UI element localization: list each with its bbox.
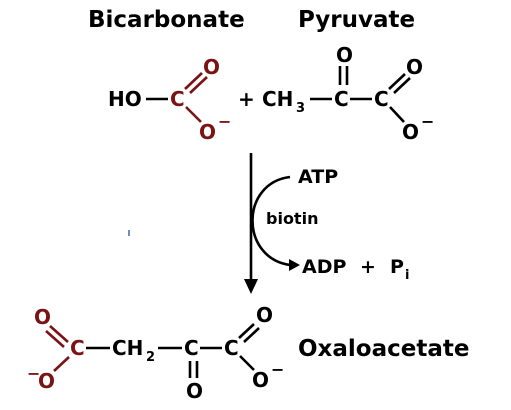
bicarbonate-double-bond-b [189, 76, 208, 94]
bicarbonate-double-bond-a [184, 72, 203, 90]
oxaloacetate-keto-carbon: C [184, 336, 199, 360]
biotin-label: biotin [266, 209, 318, 228]
pyruvate-carboxyl-double-a [388, 73, 406, 90]
pyruvate-keto-carbon: C [334, 87, 349, 111]
pyruvate-ch3-subscript: 3 [296, 101, 305, 116]
adp-label: ADP [302, 256, 346, 278]
bicarbonate-ho: HO [108, 87, 142, 111]
oxaloacetate-right-carbon: C [224, 336, 239, 360]
oxaloacetate-left-double-b [45, 330, 65, 348]
header-pyruvate: Pyruvate [298, 7, 415, 33]
oxaloacetate-right-double-a [238, 323, 255, 339]
oxaloacetate-label: Oxaloacetate [298, 336, 469, 362]
products-plus: + [360, 256, 376, 278]
pyruvate-single-bond [389, 106, 405, 123]
oxaloacetate-right-charge: − [271, 360, 284, 379]
pyruvate-charge: − [421, 112, 434, 131]
oxaloacetate-left-carbon: C [70, 336, 85, 360]
main-arrow-head [244, 279, 258, 294]
pyruvate-oxygen-top: O [406, 55, 423, 79]
bicarbonate-oxygen-bottom: O [199, 120, 216, 144]
oxaloacetate-ch2-subscript: 2 [146, 350, 155, 365]
oxaloacetate-left-single [53, 356, 70, 372]
bicarbonate-charge: − [218, 112, 231, 131]
bicarbonate-carbon: C [170, 87, 185, 111]
atp-label: ATP [298, 166, 338, 188]
oxaloacetate-left-charge: − [27, 364, 40, 383]
cofactor-curved-arrow [251, 175, 291, 267]
pyruvate-carboxyl-double-b [393, 77, 411, 94]
bicarbonate-single-bond [185, 106, 202, 123]
cofactor-curved-arrow-head [289, 259, 300, 271]
oxaloacetate-ch: CH [112, 336, 143, 360]
header-bicarbonate: Bicarbonate [88, 7, 245, 33]
oxaloacetate-right-single [239, 355, 255, 371]
pyruvate-carboxyl-carbon: C [374, 87, 389, 111]
oxaloacetate-left-oxygen-bottom: O [38, 369, 55, 393]
pyruvate-keto-oxygen: O [336, 43, 353, 67]
oxaloacetate-left-double-a [49, 325, 69, 343]
phosphate-subscript: i [405, 268, 409, 283]
oxaloacetate-right-double-b [243, 327, 260, 343]
pyruvate-oxygen-bottom: O [402, 120, 419, 144]
oxaloacetate-keto-oxygen: O [186, 379, 203, 403]
oxaloacetate-left-oxygen-top: O [34, 305, 51, 329]
oxaloacetate-right-oxygen-top: O [256, 303, 273, 327]
plus-sign: + [238, 87, 255, 111]
phosphate-label: P [390, 256, 404, 278]
bicarbonate-oxygen-top: O [203, 55, 220, 79]
pyruvate-ch: CH [262, 87, 293, 111]
oxaloacetate-right-oxygen-bottom: O [252, 368, 269, 392]
